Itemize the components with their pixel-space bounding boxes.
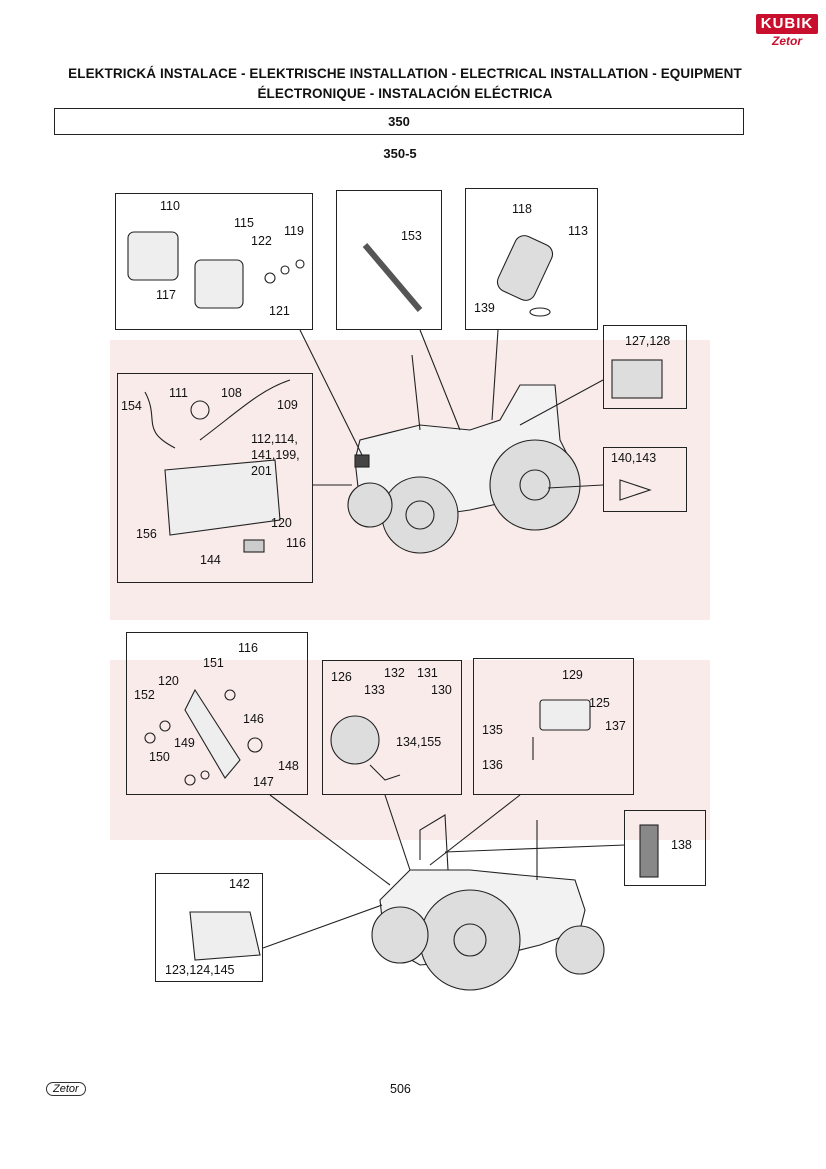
label-142: 142 bbox=[229, 877, 250, 891]
label-146: 146 bbox=[243, 712, 264, 726]
label-113: 113 bbox=[568, 224, 588, 238]
box-strip: 140,143 bbox=[603, 447, 687, 512]
label-129: 129 bbox=[562, 668, 583, 682]
box-tail-lamp: 142 123,124,145 bbox=[155, 873, 263, 982]
box-bracket: 116 151 120 152 146 149 150 148 147 bbox=[126, 632, 308, 795]
label-137: 137 bbox=[605, 719, 626, 733]
box-connector: 153 bbox=[336, 190, 442, 330]
label-135: 135 bbox=[482, 723, 503, 737]
section-subtitle: 350-5 bbox=[383, 146, 417, 161]
label-117: 117 bbox=[156, 288, 176, 302]
label-149: 149 bbox=[174, 736, 195, 750]
label-126: 126 bbox=[331, 670, 352, 684]
label-127-128: 127,128 bbox=[625, 334, 671, 348]
label-130: 130 bbox=[431, 683, 452, 697]
box-battery: 111 108 109 154 112,114, 141,199, 201 15… bbox=[117, 373, 313, 583]
label-133: 133 bbox=[364, 683, 385, 697]
label-153: 153 bbox=[401, 229, 422, 243]
page-number: 506 bbox=[390, 1082, 411, 1096]
label-116: 116 bbox=[286, 536, 306, 550]
tractor-bottom-icon bbox=[371, 814, 605, 991]
label-123-124-145: 123,124,145 bbox=[165, 963, 235, 977]
box-horn: 118 113 139 bbox=[465, 188, 598, 330]
label-154: 154 bbox=[121, 399, 142, 413]
kubik-logo-text: KUBIK bbox=[756, 14, 818, 34]
label-156: 156 bbox=[136, 527, 157, 541]
tractor-top-icon bbox=[347, 354, 581, 554]
label-111: 111 bbox=[169, 386, 189, 400]
label-118: 118 bbox=[512, 202, 532, 216]
label-116-b: 116 bbox=[238, 641, 258, 655]
box-socket: 126 132 131 133 130 134,155 bbox=[322, 660, 462, 795]
label-120-b: 120 bbox=[158, 674, 179, 688]
label-108: 108 bbox=[221, 386, 242, 400]
label-121: 121 bbox=[269, 304, 290, 318]
label-140-143: 140,143 bbox=[611, 451, 657, 465]
label-147: 147 bbox=[253, 775, 274, 789]
label-131: 131 bbox=[417, 666, 438, 680]
label-136: 136 bbox=[482, 758, 503, 772]
label-110: 110 bbox=[160, 199, 180, 213]
zetor-logo-text: Zetor bbox=[772, 34, 802, 48]
model-bar: 350 bbox=[54, 108, 744, 135]
label-201: 201 bbox=[251, 464, 272, 478]
label-152: 152 bbox=[134, 688, 155, 702]
model-label: 350 bbox=[388, 114, 410, 129]
page-title-line1: ELEKTRICKÁ INSTALACE - ELEKTRISCHE INSTA… bbox=[68, 66, 742, 81]
footer-zetor-logo: Zetor bbox=[46, 1082, 86, 1096]
label-115: 115 bbox=[234, 216, 254, 230]
label-148: 148 bbox=[278, 759, 299, 773]
box-headlamps: 110 115 122 119 117 121 bbox=[115, 193, 313, 330]
label-122: 122 bbox=[251, 234, 272, 248]
box-rear-lamp: 127,128 bbox=[603, 325, 687, 409]
label-134-155: 134,155 bbox=[396, 735, 442, 749]
label-109: 109 bbox=[277, 398, 298, 412]
label-132: 132 bbox=[384, 666, 405, 680]
box-work-lamp: 129 125 135 137 136 bbox=[473, 658, 634, 795]
label-144: 144 bbox=[200, 553, 221, 567]
label-139: 139 bbox=[474, 301, 495, 315]
label-141-199: 141,199, bbox=[251, 448, 300, 462]
label-120: 120 bbox=[271, 516, 292, 530]
page-title-line2: ÉLECTRONIQUE - INSTALACIÓN ELÉCTRICA bbox=[257, 86, 553, 101]
label-112-114: 112,114, bbox=[251, 432, 298, 446]
label-125: 125 bbox=[589, 696, 610, 710]
label-151: 151 bbox=[203, 656, 224, 670]
label-119: 119 bbox=[284, 224, 304, 238]
label-138: 138 bbox=[671, 838, 692, 852]
label-150: 150 bbox=[149, 750, 170, 764]
kubik-logo: KUBIK Zetor bbox=[756, 14, 818, 48]
box-reflector: 138 bbox=[624, 810, 706, 886]
